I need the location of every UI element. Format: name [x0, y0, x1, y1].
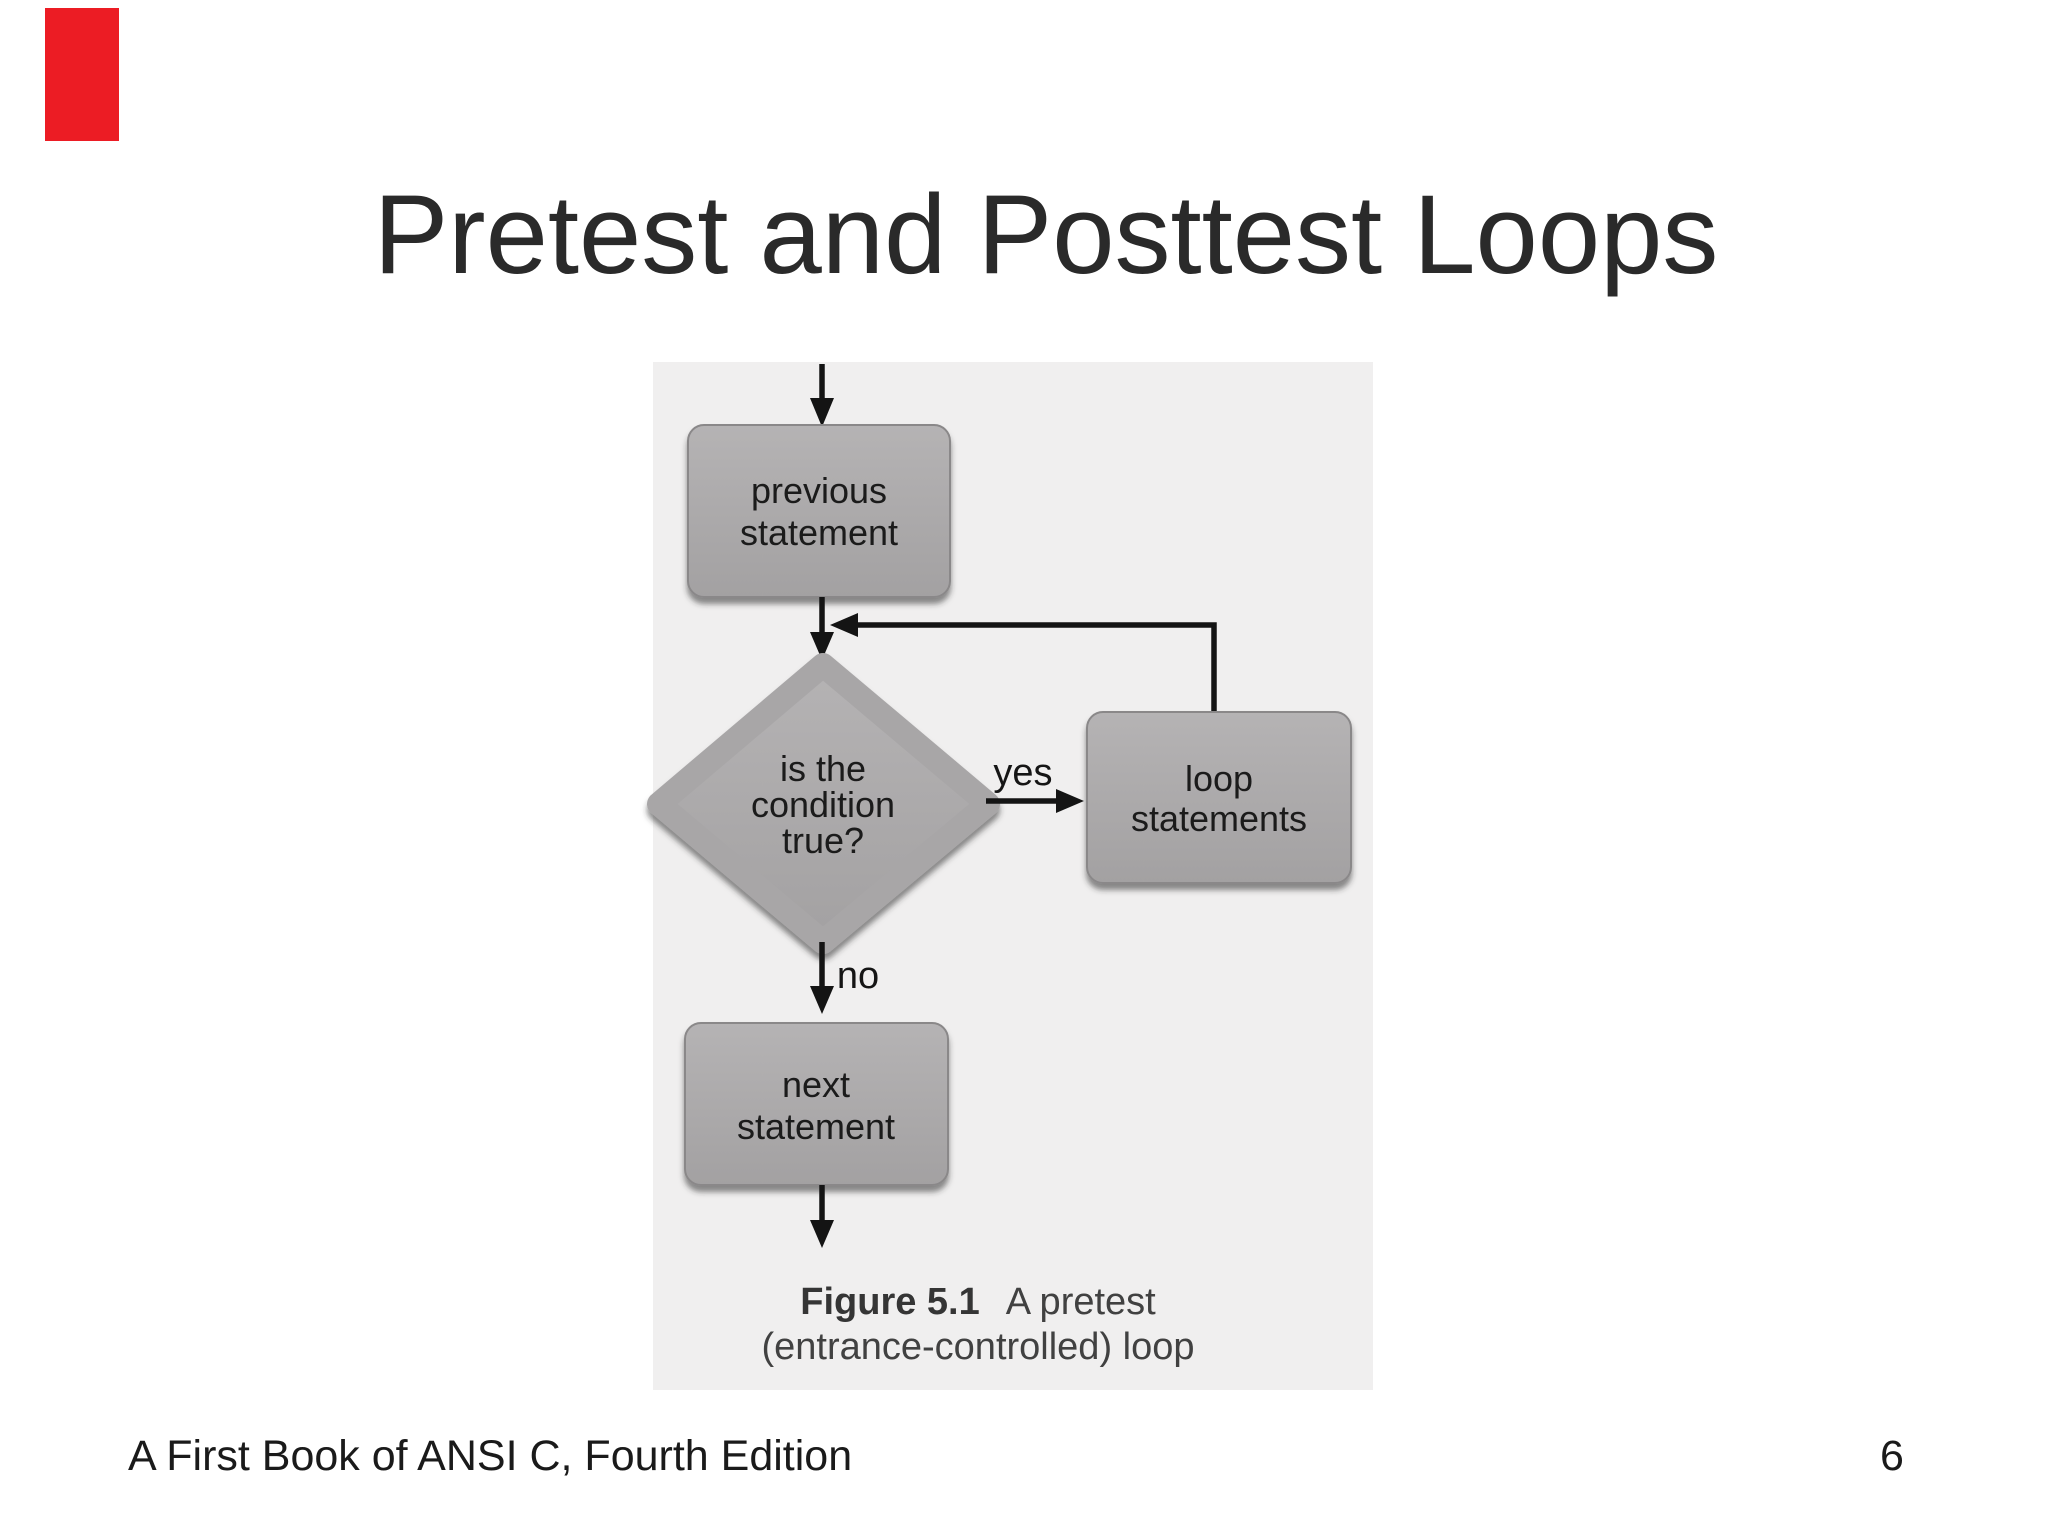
figure-caption-line2: (entrance-controlled) loop [761, 1326, 1195, 1368]
node-condition-line2: condition [751, 784, 895, 825]
arrow-loop-feedback [830, 613, 1217, 712]
node-loop-statements-line2: statements [1131, 798, 1307, 839]
label-no: no [837, 955, 879, 997]
footer-book-title: A First Book of ANSI C, Fourth Edition [128, 1432, 853, 1480]
arrow-entry [810, 364, 834, 427]
node-condition-line3: true? [782, 820, 864, 861]
red-accent-bar [45, 8, 119, 141]
figure-caption: Figure 5.1 A pretest (entrance-controlled… [628, 1280, 1328, 1370]
node-previous-statement [687, 424, 951, 598]
arrow-yes-branch [986, 789, 1084, 813]
arrow-exit [810, 1185, 834, 1248]
arrow-no-branch [810, 942, 834, 1014]
node-condition-line1: is the [780, 748, 866, 789]
node-loop-statements-line1: loop [1185, 758, 1253, 799]
node-previous-statement-line1: previous [751, 470, 887, 511]
node-loop-statements [1086, 711, 1352, 884]
node-next-statement-line1: next [782, 1064, 850, 1105]
arrow-previous-to-condition [810, 597, 834, 660]
node-previous-statement-line2: statement [740, 512, 898, 553]
page-number: 6 [1880, 1432, 1904, 1480]
figure-caption-label: Figure 5.1 [800, 1281, 980, 1323]
label-yes: yes [993, 752, 1052, 794]
slide-title: Pretest and Posttest Loops [373, 172, 1719, 297]
figure-caption-line1: Figure 5.1 A pretest [628, 1280, 1328, 1325]
node-next-statement [684, 1022, 949, 1186]
node-next-statement-line2: statement [737, 1106, 895, 1147]
figure-caption-text: A pretest [1005, 1281, 1156, 1323]
